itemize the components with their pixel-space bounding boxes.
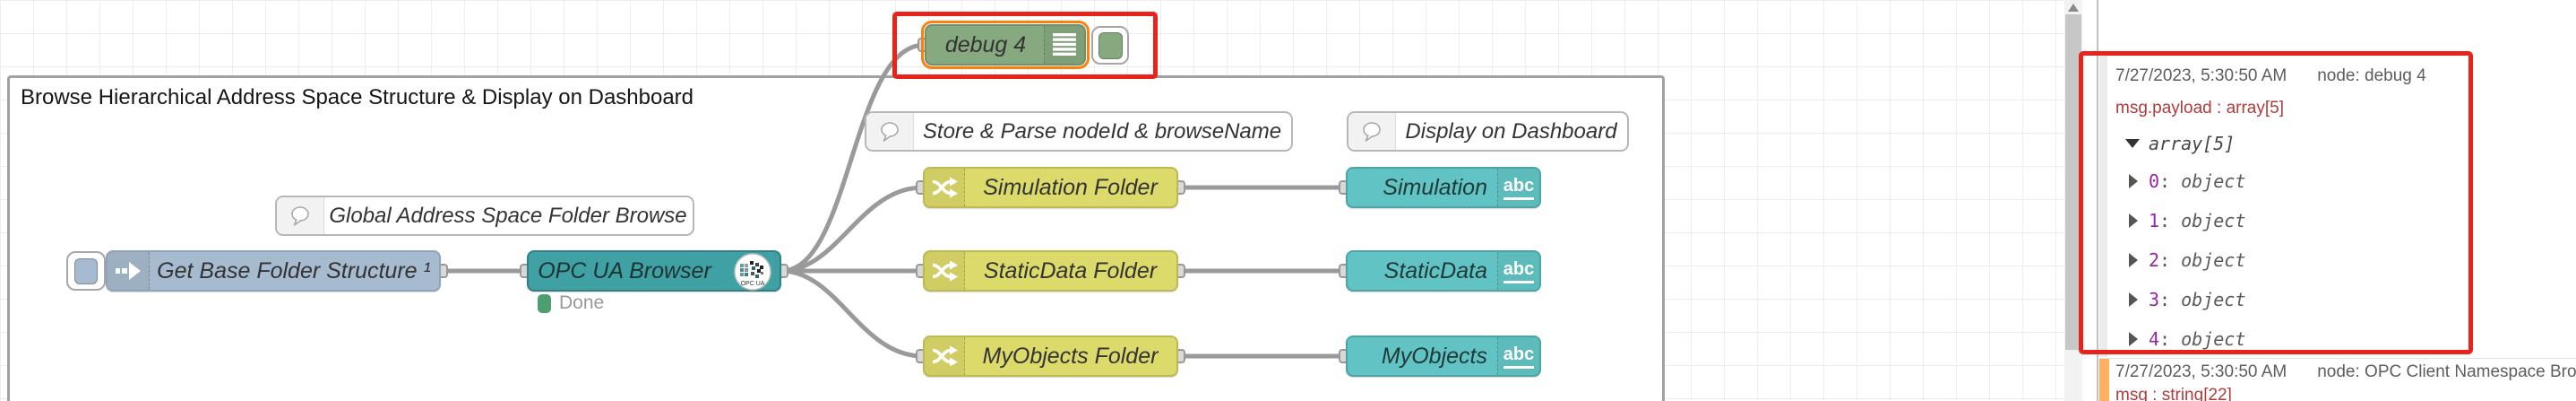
comment-label: Store & Parse nodeId & browseName	[922, 118, 1282, 144]
node-switch-myobjects[interactable]: MyObjects Folder	[923, 336, 1178, 377]
status-dot-icon	[538, 293, 551, 313]
payload-item-row[interactable]: 3: object	[2125, 289, 2245, 310]
message-timestamp: 7/27/2023, 5:30:50 AM	[2115, 362, 2287, 381]
debug-list-icon	[1044, 26, 1084, 64]
scrollbar-thumb[interactable]	[2065, 14, 2081, 350]
payload-item-row[interactable]: 1: object	[2125, 210, 2245, 231]
message-property: msg.payload : array[5]	[2115, 99, 2284, 118]
comment-label: Global Address Space Folder Browse	[329, 203, 687, 228]
node-switch-simulation[interactable]: Simulation Folder	[923, 167, 1178, 208]
item-index: 1	[2149, 210, 2160, 231]
annotation-box-debug-message	[2079, 51, 2473, 354]
scroll-up-arrow-icon[interactable]	[2068, 4, 2079, 12]
node-ui-myobjects[interactable]: MyObjects abc	[1346, 336, 1541, 377]
ui-label: StaticData	[1383, 257, 1487, 283]
debug-label: debug 4	[944, 31, 1027, 57]
node-debug[interactable]: debug 4	[921, 21, 1090, 69]
message-source-node: node: debug 4	[2317, 66, 2426, 85]
item-type: object	[2181, 289, 2246, 310]
message-property: msg : string[22]	[2115, 386, 2232, 401]
switch-label: Simulation Folder	[983, 174, 1158, 200]
svg-text:OPC UA: OPC UA	[741, 281, 765, 287]
expand-triangle-icon[interactable]	[2129, 174, 2138, 188]
node-inject[interactable]: Get Base Folder Structure ¹	[106, 250, 441, 292]
opcua-browser-label: OPC UA Browser	[538, 257, 711, 283]
flow-canvas[interactable]: Browse Hierarchical Address Space Struct…	[0, 0, 2064, 401]
switch-icon	[925, 169, 965, 206]
comment-bubble-icon	[1348, 113, 1396, 150]
item-type: object	[2181, 170, 2246, 192]
wire-browser-switch1[interactable]	[779, 185, 926, 274]
message-left-border	[2099, 56, 2107, 357]
item-separator: :	[2159, 328, 2182, 350]
item-index: 4	[2149, 328, 2160, 350]
comment-bubble-icon	[866, 113, 914, 150]
debug-toggle-inner	[1098, 31, 1123, 59]
node-opcua-browser[interactable]: OPC UA Browser	[527, 250, 781, 292]
inject-trigger-inner	[74, 257, 98, 284]
item-separator: :	[2159, 249, 2182, 271]
comment-bubble-icon	[277, 197, 324, 234]
comment-store-parse[interactable]: Store & Parse nodeId & browseName	[865, 111, 1293, 152]
ui-label: MyObjects	[1381, 343, 1487, 369]
item-separator: :	[2159, 170, 2182, 192]
payload-item-row[interactable]: 0: object	[2125, 170, 2245, 192]
inject-icon	[108, 252, 150, 290]
switch-icon	[925, 252, 965, 290]
message-source-node: node: OPC Client Namespace Brow	[2317, 362, 2576, 381]
comment-display-dashboard[interactable]: Display on Dashboard	[1347, 111, 1629, 152]
abc-text-icon: abc	[1497, 252, 1539, 290]
item-type: object	[2181, 249, 2246, 271]
debug-sidebar: 7/27/2023, 5:30:50 AM node: debug 4 msg.…	[2098, 0, 2576, 401]
message-divider	[2099, 358, 2576, 359]
ui-label: Simulation	[1383, 174, 1487, 200]
switch-label: StaticData Folder	[983, 257, 1158, 283]
item-type: object	[2181, 210, 2246, 231]
collapse-triangle-icon[interactable]	[2125, 139, 2140, 148]
debug-toggle-button[interactable]	[1091, 26, 1129, 65]
group-label: Browse Hierarchical Address Space Struct…	[21, 85, 694, 109]
item-index: 3	[2149, 289, 2160, 310]
comment-global-browse[interactable]: Global Address Space Folder Browse	[275, 196, 694, 236]
item-separator: :	[2159, 289, 2182, 310]
debug-message-header: 7/27/2023, 5:30:50 AM node: debug 4	[2115, 66, 2426, 86]
item-index: 0	[2149, 170, 2160, 192]
sidebar-separator[interactable]	[2097, 0, 2098, 401]
expand-triangle-icon[interactable]	[2129, 214, 2138, 228]
item-type: object	[2181, 328, 2246, 350]
opcua-logo-icon: OPC UA	[733, 253, 772, 297]
debug-message-header: 7/27/2023, 5:30:50 AM node: OPC Client N…	[2115, 362, 2576, 382]
inject-label: Get Base Folder Structure ¹	[157, 257, 431, 283]
node-status: Done	[538, 292, 604, 314]
expand-triangle-icon[interactable]	[2129, 253, 2138, 267]
abc-text-icon: abc	[1497, 169, 1539, 206]
payload-root-label: array[5]	[2149, 133, 2236, 154]
node-switch-staticdata[interactable]: StaticData Folder	[923, 250, 1178, 292]
abc-text-icon: abc	[1497, 337, 1539, 375]
payload-item-row[interactable]: 2: object	[2125, 249, 2245, 271]
annotation-box-debug-node	[892, 12, 1158, 79]
canvas-vertical-scrollbar[interactable]	[2064, 0, 2082, 401]
expand-triangle-icon[interactable]	[2129, 292, 2138, 307]
comment-label: Display on Dashboard	[1405, 118, 1617, 144]
message-highlight-bar	[2099, 359, 2109, 401]
item-separator: :	[2159, 210, 2182, 231]
inject-trigger-button[interactable]	[66, 251, 106, 291]
payload-item-row[interactable]: 4: object	[2125, 328, 2245, 350]
wire-browser-switch3[interactable]	[779, 268, 926, 359]
switch-icon	[925, 337, 965, 375]
node-ui-simulation[interactable]: Simulation abc	[1346, 167, 1541, 208]
item-index: 2	[2149, 249, 2160, 271]
wire-browser-debug[interactable]	[779, 42, 927, 274]
status-text: Done	[559, 292, 605, 313]
message-timestamp: 7/27/2023, 5:30:50 AM	[2115, 66, 2287, 85]
expand-triangle-icon[interactable]	[2129, 332, 2138, 346]
wire-layer	[438, 42, 1348, 359]
switch-label: MyObjects Folder	[982, 343, 1159, 369]
node-ui-staticdata[interactable]: StaticData abc	[1346, 250, 1541, 292]
payload-root-row[interactable]: array[5]	[2125, 133, 2235, 154]
